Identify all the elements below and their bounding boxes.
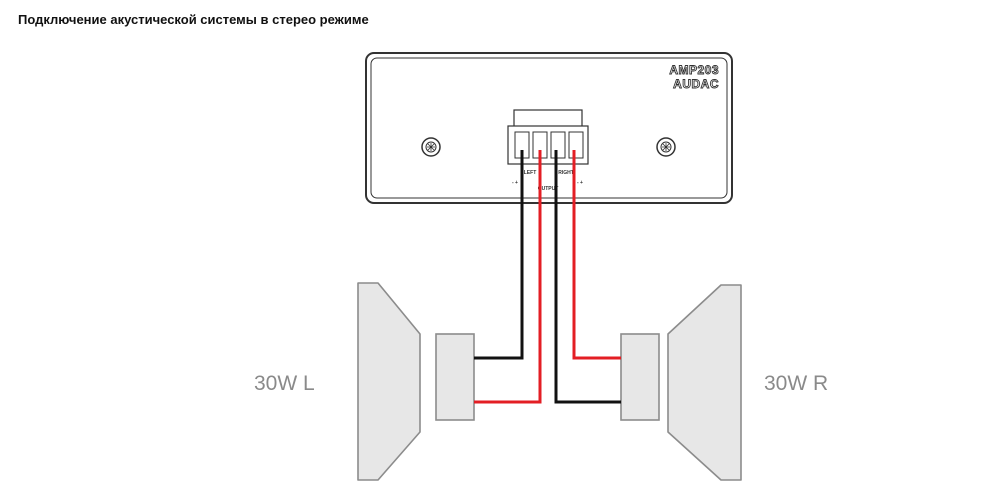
terminal-sign-right: - +	[577, 180, 583, 186]
terminal-label-right: RIGHT	[558, 170, 574, 176]
left-speaker-icon	[357, 282, 475, 481]
amplifier-inner-frame	[370, 57, 728, 199]
right-negative-wire	[554, 150, 621, 404]
terminal-right-pos	[568, 131, 584, 159]
terminal-right-neg	[550, 131, 566, 159]
terminal-label-center: OUTPUT	[538, 186, 559, 192]
right-speaker-magnet	[620, 333, 660, 421]
amplifier-brand: AUDAC	[673, 77, 719, 91]
right-screw-icon	[656, 137, 676, 157]
left-positive-wire	[474, 150, 542, 404]
left-speaker-magnet	[435, 333, 475, 421]
amplifier-model: AMP203	[669, 63, 719, 77]
right-speaker-label: 30W R	[764, 372, 828, 395]
right-positive-wire	[572, 150, 621, 360]
right-speaker-icon	[620, 284, 742, 481]
page-title: Подключение акустической системы в стере…	[18, 12, 369, 27]
right-speaker-cone	[667, 284, 742, 481]
amplifier: AMP203 AUDAC LEFT RIGHT - + - + OUTPUT	[365, 52, 733, 204]
terminal-label-left: LEFT	[524, 170, 537, 176]
wiring	[474, 150, 621, 404]
left-speaker-cone	[357, 282, 421, 481]
left-negative-wire	[474, 150, 524, 360]
terminal-sign-left: - +	[512, 180, 518, 186]
left-speaker-label: 30W L	[254, 372, 315, 395]
left-screw-icon	[421, 137, 441, 157]
